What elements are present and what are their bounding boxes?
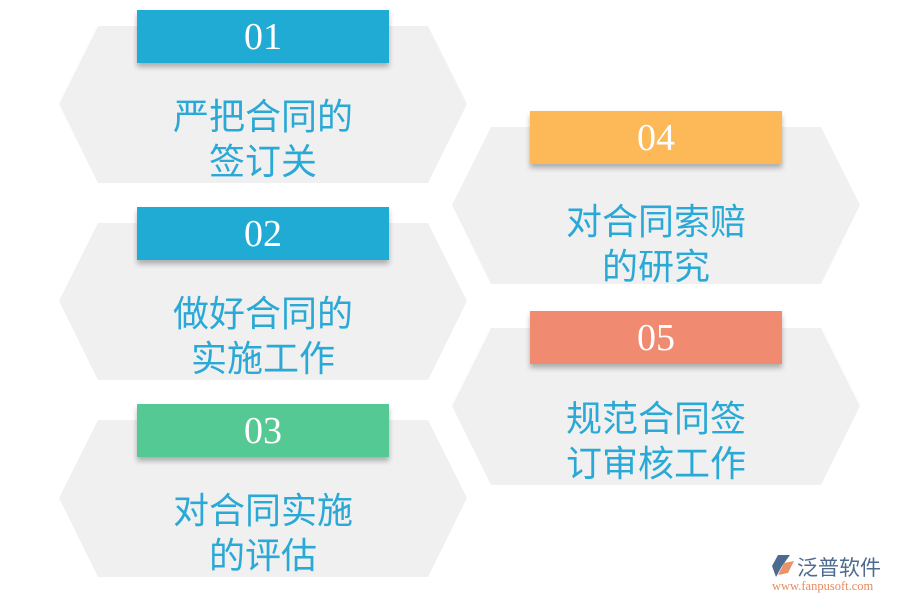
number-badge-04: 04	[530, 111, 782, 164]
item-text-line: 实施工作	[190, 339, 335, 380]
number-badge-02: 02	[137, 207, 389, 260]
item-text-line: 严把合同的	[172, 97, 353, 138]
item-text-line: 规范合同签	[565, 399, 746, 440]
number-badge-03: 03	[137, 404, 389, 457]
item-text-02: 做好合同的 实施工作	[59, 292, 467, 382]
item-text-04: 对合同索赔 的研究	[452, 200, 860, 290]
item-text-line: 做好合同的	[172, 294, 353, 335]
number-badge-01: 01	[137, 10, 389, 63]
item-text-03: 对合同实施 的评估	[59, 489, 467, 579]
item-text-line: 对合同实施	[172, 491, 353, 532]
logo-url: www.fanpusoft.com	[772, 579, 874, 593]
fanpu-logo-icon	[772, 555, 794, 577]
number-badge-05: 05	[530, 311, 782, 364]
logo-name: 泛普软件	[797, 556, 881, 580]
item-text-line: 的评估	[208, 536, 317, 577]
item-text-01: 严把合同的 签订关	[59, 95, 467, 185]
item-text-line: 的研究	[601, 247, 710, 288]
item-text-05: 规范合同签 订审核工作	[452, 397, 860, 487]
item-text-line: 订审核工作	[565, 444, 746, 485]
item-text-line: 对合同索赔	[565, 202, 746, 243]
fanpu-logo: 泛普软件 www.fanpusoft.com	[770, 552, 892, 593]
item-text-line: 签订关	[208, 142, 317, 183]
